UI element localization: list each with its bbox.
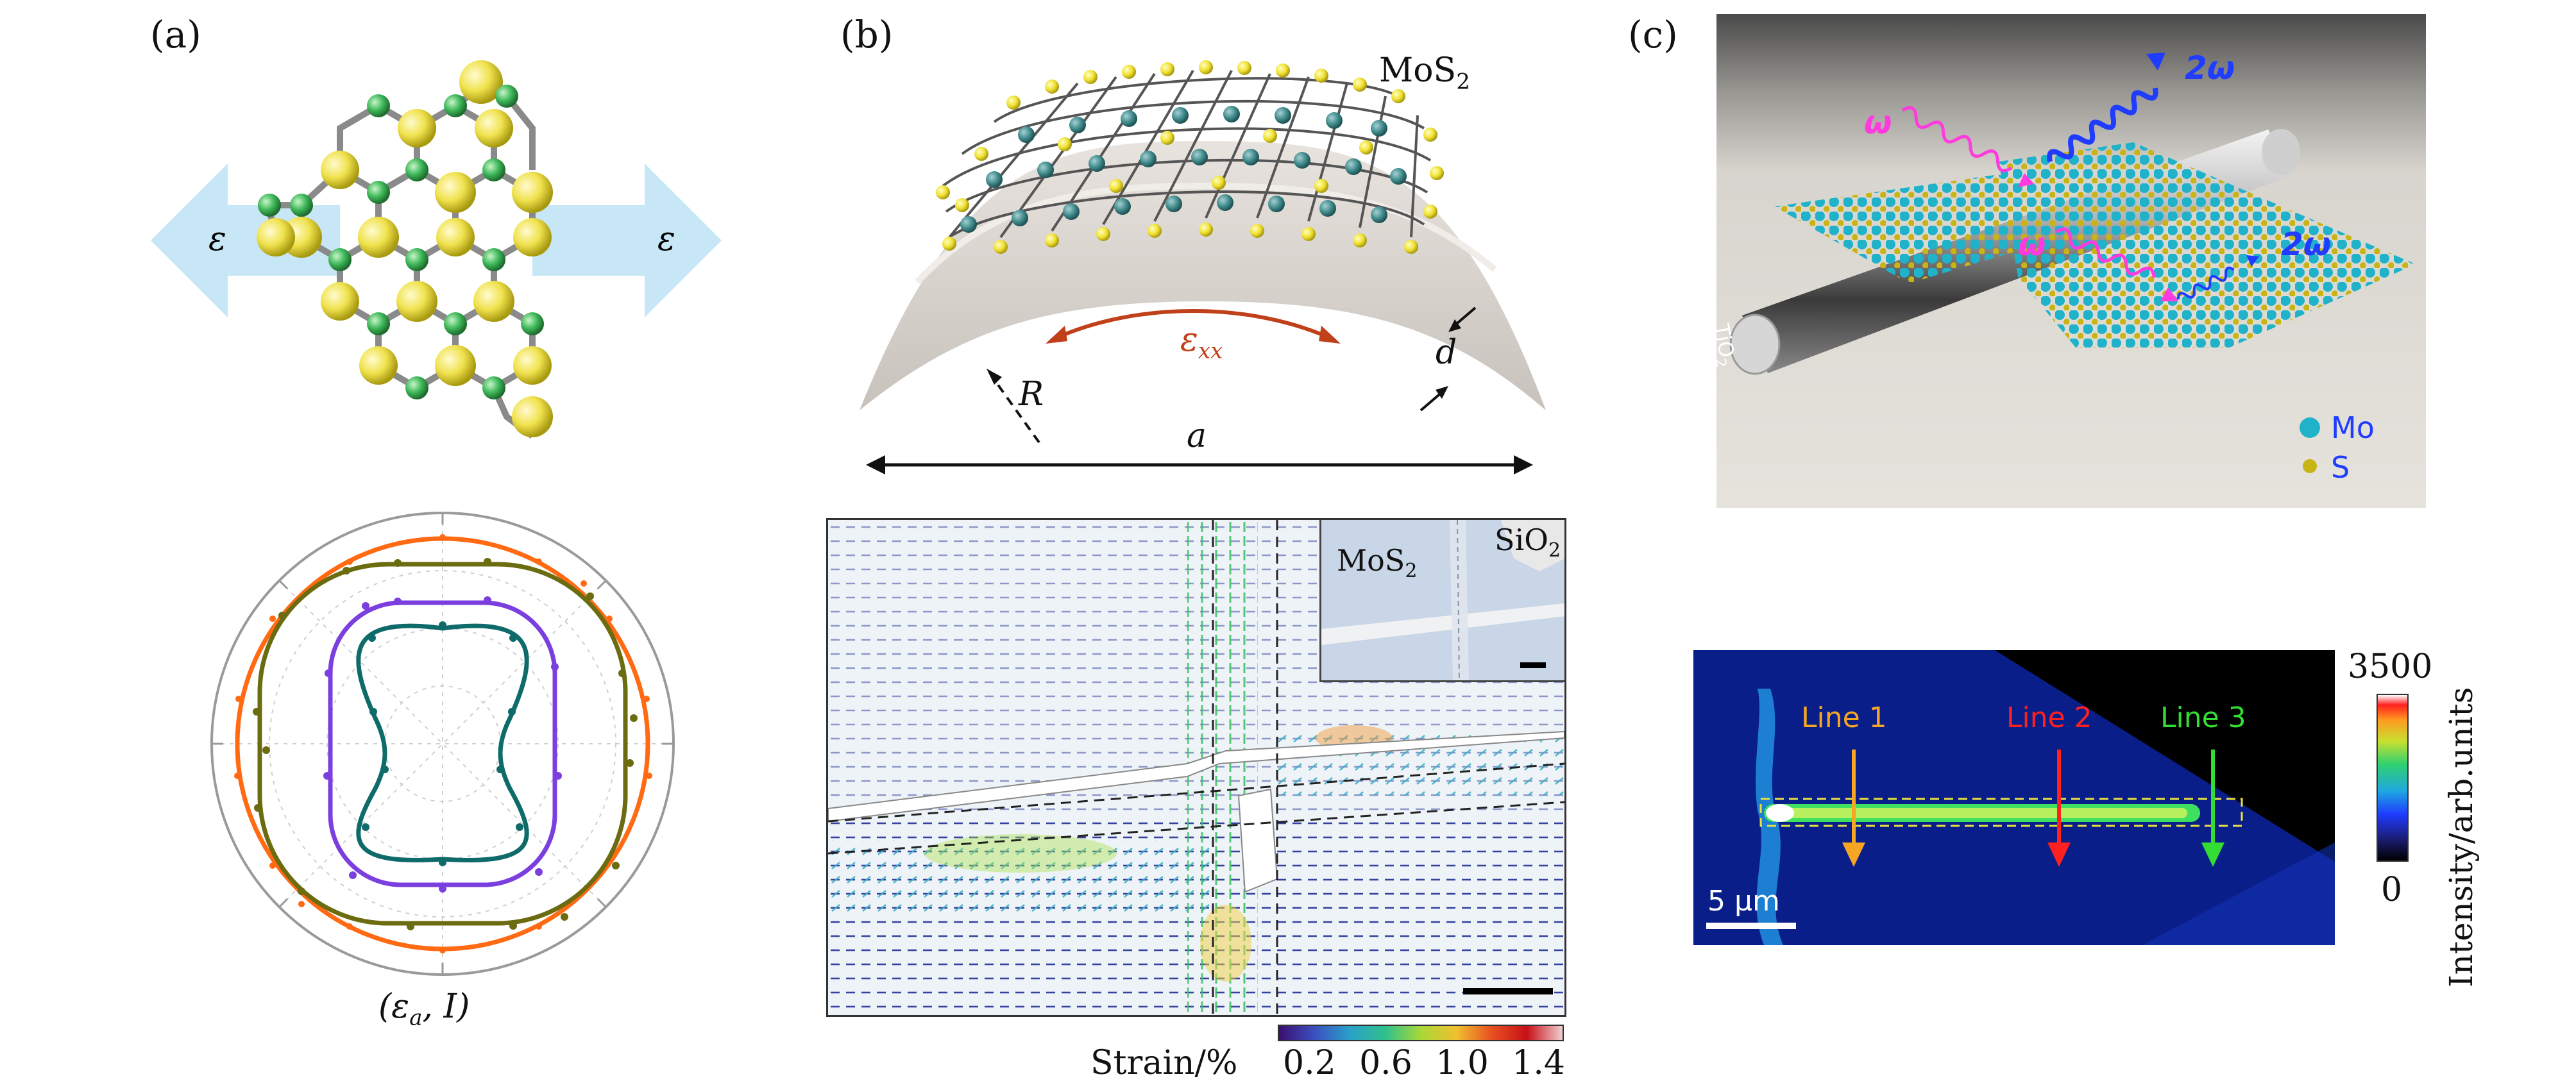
polar-series-olive xyxy=(257,562,628,926)
polar-tick-marks xyxy=(212,513,674,975)
inset-sio2-text: SiO xyxy=(1495,523,1548,557)
mos2-atoms-teal xyxy=(960,106,1407,233)
strain-map: MoS2 SiO2 xyxy=(826,518,1566,1017)
line2-arrowhead xyxy=(2047,843,2071,867)
panel-b-bending-schematic xyxy=(860,60,1546,474)
strain-tick-3: 1.4 xyxy=(1512,1044,1565,1082)
line3-label: Line 3 xyxy=(2160,701,2246,734)
omega-out-arrowhead-1 xyxy=(2146,53,2165,71)
length-label: a xyxy=(1187,417,1207,455)
strain-xx-epsilon: ε xyxy=(1180,321,1198,359)
mos2-label: MoS2 xyxy=(1379,51,1470,94)
shg-intensity-map-image xyxy=(1693,650,2335,945)
strain-xx-sub: xx xyxy=(1198,338,1223,364)
strain-tick-1: 0.6 xyxy=(1359,1044,1412,1082)
thickness-label: d xyxy=(1436,333,1457,372)
polar-caption-sub: a xyxy=(409,1005,423,1031)
mos2-atoms-yellow xyxy=(936,60,1444,254)
dashed-guide-3 xyxy=(828,762,1564,823)
lattice-atoms xyxy=(257,60,553,437)
polar-scatter-points xyxy=(234,534,652,953)
inset-mos2-sub: 2 xyxy=(1405,560,1418,583)
line3-arrowhead xyxy=(2201,843,2224,867)
shg-schematic: ω 2ω ω 2ω TiO2 Mo S xyxy=(1716,14,2426,508)
omega-out-arrowhead-2 xyxy=(2246,255,2259,267)
strain-tick-2: 1.0 xyxy=(1436,1044,1489,1082)
strain-map-scalebar xyxy=(1463,988,1553,994)
strain-arc-arrowhead-right xyxy=(1319,326,1341,344)
mos2-label-text: MoS xyxy=(1379,51,1457,90)
intensity-colorbar xyxy=(2377,694,2409,862)
inset-mos2-text: MoS xyxy=(1337,543,1405,578)
polar-series-teal xyxy=(356,623,529,862)
panel-a-polar-plot xyxy=(210,512,675,976)
omega-out-wave-2 xyxy=(2176,266,2235,300)
panel-label-c: (c) xyxy=(1628,13,1678,56)
inset-sio2-sub: 2 xyxy=(1548,539,1561,562)
strain-arc xyxy=(1051,309,1335,342)
strain-colorbar xyxy=(1278,1025,1564,1041)
mos2-flake-2 xyxy=(1999,142,2416,348)
strain-colorbar-ticks: 0.2 0.6 1.0 1.4 xyxy=(1283,1044,1565,1082)
legend-s-atom xyxy=(2303,459,2317,473)
strain-arc-arrowhead-left xyxy=(1046,326,1067,344)
intensity-colorbar-min: 0 xyxy=(2381,871,2403,909)
omega-out-wave-1 xyxy=(2047,87,2158,162)
legend-mo-label: Mo xyxy=(2331,410,2375,445)
omega-in-label-1: ω xyxy=(1864,104,1892,141)
optical-inset-image xyxy=(1321,520,1564,681)
length-arrowhead-right xyxy=(1514,455,1533,474)
dashed-guide-4 xyxy=(828,801,1564,855)
panel-a-lattice-figure: ε ε xyxy=(151,60,722,439)
line1-arrowhead xyxy=(1842,843,1865,867)
shg-intensity-map: Line 1 Line 2 Line 3 5 μm xyxy=(1693,650,2335,945)
line2-label: Line 2 xyxy=(2006,701,2092,734)
optical-inset: MoS2 SiO2 xyxy=(1319,520,1564,682)
omega-in-arrowhead-1 xyxy=(2018,173,2034,187)
mos2-label-sub: 2 xyxy=(1456,69,1470,95)
inset-sio2-label: SiO2 xyxy=(1495,523,1561,562)
shg-scalebar xyxy=(1706,923,1796,929)
crack-vertical xyxy=(1237,788,1278,893)
strain-arrow-right xyxy=(532,164,722,317)
mos2-lattice-grid xyxy=(942,69,1432,239)
legend-mo-atom xyxy=(2300,417,2320,438)
length-arrowhead-left xyxy=(866,455,885,474)
omega-in-label-2: ω xyxy=(2018,226,2046,263)
strain-xx-label: εxx xyxy=(1180,321,1223,364)
polar-caption: (εa, I) xyxy=(378,987,470,1030)
intensity-colorbar-max: 3500 xyxy=(2348,648,2433,686)
intensity-colorbar-title: Intensity/arb.units xyxy=(2443,687,2480,987)
line-scan-box xyxy=(1759,798,2243,827)
legend-s-label: S xyxy=(2331,450,2350,485)
strain-tick-0: 0.2 xyxy=(1283,1044,1336,1082)
thickness-arrowhead-bottom xyxy=(1436,386,1448,399)
epsilon-left-label: ε xyxy=(208,220,226,258)
omega-in-arrowhead-2 xyxy=(2160,287,2178,301)
crack-boundary xyxy=(828,730,1564,823)
radius-dashed-arrow xyxy=(990,374,1040,444)
omega-in-wave-2 xyxy=(2055,227,2156,278)
panel-label-b: (b) xyxy=(840,13,894,56)
thickness-arrowhead-top xyxy=(1448,319,1461,332)
panel-label-a: (a) xyxy=(150,13,201,56)
epsilon-right-label: ε xyxy=(657,220,675,258)
omega-in-wave-1 xyxy=(1901,106,2012,172)
omega-out-label-2: 2ω xyxy=(2281,226,2332,263)
radius-label: R xyxy=(1019,375,1044,414)
polar-caption-rest: , I) xyxy=(422,987,470,1026)
strain-colorbar-title: Strain/% xyxy=(1090,1044,1238,1082)
inset-mos2-label: MoS2 xyxy=(1337,543,1417,582)
radius-arrowhead xyxy=(987,369,1002,385)
line1-label: Line 1 xyxy=(1801,701,1887,734)
omega-out-label-1: 2ω xyxy=(2185,49,2235,87)
strain-arrow-left xyxy=(151,164,340,317)
polar-caption-epsilon: (ε xyxy=(378,987,410,1026)
shg-scalebar-label: 5 μm xyxy=(1707,885,1780,918)
shg-schematic-art xyxy=(1729,53,2416,473)
